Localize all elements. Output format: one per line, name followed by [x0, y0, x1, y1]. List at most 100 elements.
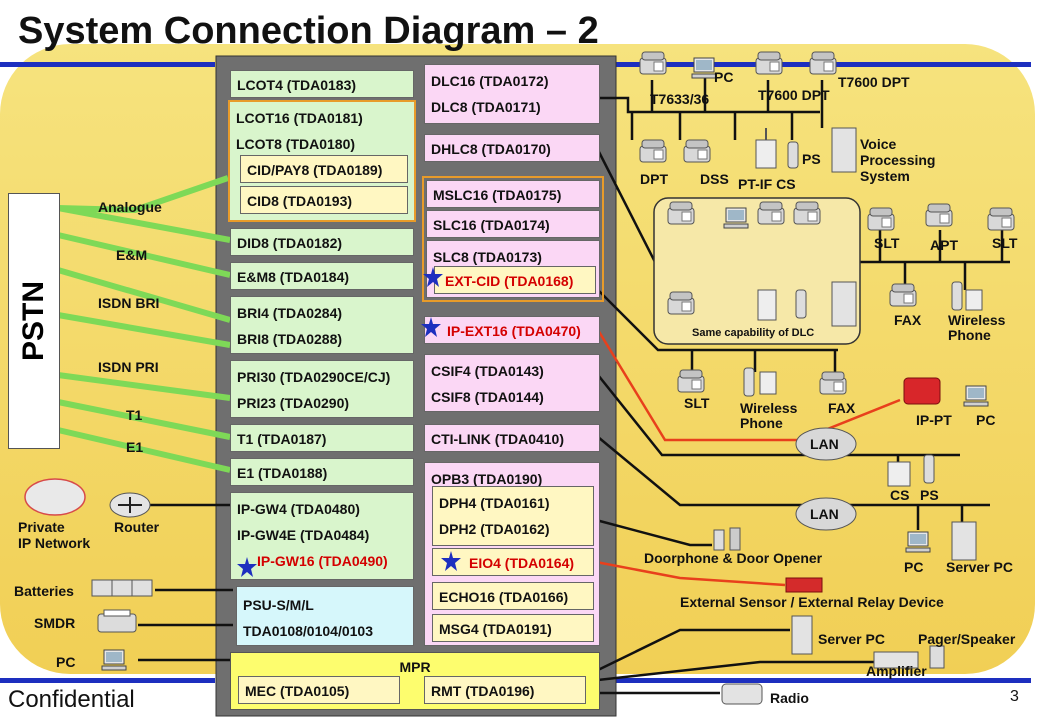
smdr-label: SMDR [34, 615, 76, 631]
batteries-label: Batteries [14, 583, 74, 599]
t7600-label-1: T7600 DPT [758, 87, 830, 103]
card-msg4: MSG4 (TDA0191) [432, 614, 594, 642]
pc-label: PC [56, 654, 76, 670]
trunk-lines [57, 175, 231, 473]
desk-phone-icon [677, 369, 705, 393]
voice-label-3: System [860, 168, 910, 184]
server-icon [831, 127, 857, 173]
router-label: Router [114, 519, 160, 535]
radio-label: Radio [770, 690, 809, 706]
e1-label: E1 [126, 439, 144, 455]
t1-label: T1 [126, 407, 143, 423]
new-card-star-icon [441, 551, 461, 571]
desk-phone-icon [755, 51, 783, 75]
radio-icon [721, 683, 763, 705]
pc-icon [723, 207, 749, 229]
lan-label-1: LAN [810, 436, 839, 452]
wireless-label-2b: Phone [740, 415, 783, 431]
csif8-label: CSIF8 (TDA0144) [431, 389, 544, 405]
doorphone-label: Doorphone & Door Opener [644, 550, 823, 566]
card-lcot4: LCOT4 (TDA0183) [230, 70, 414, 98]
pstn-label: PSTN [17, 280, 50, 362]
card-extcid: EXT-CID (TDA0168) [434, 266, 596, 294]
dlc16-label: DLC16 (TDA0172) [431, 73, 549, 89]
speaker-icon [929, 645, 945, 669]
em-label: E&M [116, 247, 148, 263]
doorphone-icon [713, 527, 741, 551]
card-eio4: EIO4 (TDA0164) [432, 548, 594, 576]
slc-group [422, 176, 604, 302]
desk-phone-icon [639, 139, 667, 163]
dph4-label: DPH4 (TDA0161) [439, 495, 550, 511]
t7633-label: T7633/36 [650, 91, 710, 107]
bottom-blue-bar [0, 678, 215, 683]
antenna-icon [887, 461, 911, 487]
wireless-phone-icon [795, 289, 807, 319]
card-psu: PSU-S/M/L TDA0108/0104/0103 [236, 586, 414, 646]
card-ctilink: CTI-LINK (TDA0410) [424, 424, 600, 452]
bri8-label: BRI8 (TDA0288) [237, 331, 343, 347]
cloud-icon [24, 478, 86, 516]
wireless-label-1a: Wireless [948, 312, 1006, 328]
pc-lan-label: PC [904, 559, 924, 575]
voice-label-1: Voice [860, 136, 897, 152]
lcot16-group [228, 100, 416, 222]
desk-phone-icon [667, 291, 695, 315]
slt-label-1: SLT [874, 235, 900, 251]
card-echo16: ECHO16 (TDA0166) [432, 582, 594, 610]
ps-label: PS [920, 487, 939, 503]
pc-ippt-label: PC [976, 412, 996, 428]
card-pri: PRI30 (TDA0290CE/CJ) PRI23 (TDA0290) [230, 360, 414, 418]
ps-top-label: PS [802, 151, 821, 167]
lcot16-label: LCOT16 (TDA0181) [236, 110, 363, 126]
ip-phone-icon [903, 377, 941, 405]
dss-label: DSS [700, 171, 729, 187]
sensor-icon [785, 577, 823, 593]
ippt-label: IP-PT [916, 412, 952, 428]
desk-phone-icon [793, 201, 821, 225]
card-did8: DID8 (TDA0182) [230, 228, 414, 256]
battery-icon [91, 579, 153, 597]
card-dlc: DLC16 (TDA0172) DLC8 (TDA0171) [424, 64, 600, 124]
dlc8-label: DLC8 (TDA0171) [431, 99, 541, 115]
dph2-label: DPH2 (TDA0162) [439, 521, 550, 537]
server-icon [831, 281, 857, 327]
lan-cloud-1 [795, 427, 857, 461]
lcot8-label: LCOT8 (TDA0180) [236, 136, 356, 152]
pc-icon [101, 649, 127, 671]
desk-phone-icon [757, 201, 785, 225]
desk-phone-icon [809, 51, 837, 75]
same-capability-label: Same capability of DLC [692, 327, 815, 339]
card-ipext16: IP-EXT16 (TDA0470) [424, 316, 600, 344]
ipgw16-label: IP-GW16 (TDA0490) [257, 553, 388, 569]
csif4-label: CSIF4 (TDA0143) [431, 363, 544, 379]
card-cid8: CID8 (TDA0193) [240, 186, 408, 214]
wireless-phone-icon [951, 281, 983, 311]
private-ip-label: Private [18, 519, 65, 535]
card-t1: T1 (TDA0187) [230, 424, 414, 452]
desk-phone-icon [867, 207, 895, 231]
opb3-label: OPB3 (TDA0190) [431, 471, 543, 487]
wireless-phone-icon [923, 454, 935, 484]
cs-label: CS [890, 487, 910, 503]
server-pc-lan-label: Server PC [946, 559, 1013, 575]
lan-label-2: LAN [810, 506, 839, 522]
pc-top-label: PC [714, 69, 734, 85]
card-mslc16: MSLC16 (TDA0175) [426, 180, 600, 208]
antenna-icon [755, 128, 777, 169]
wireless-phone-icon [787, 141, 799, 169]
card-bri: BRI4 (TDA0284) BRI8 (TDA0288) [230, 296, 414, 354]
analogue-label: Analogue [98, 199, 162, 215]
same-capability-box [653, 197, 861, 345]
pc-icon [691, 57, 717, 79]
card-mec: MEC (TDA0105) [238, 676, 400, 704]
wireless-label-2a: Wireless [740, 400, 798, 416]
pri30-label: PRI30 (TDA0290CE/CJ) [237, 369, 391, 385]
ip-network-label: IP Network [18, 535, 91, 551]
bri4-label: BRI4 (TDA0284) [237, 305, 343, 321]
pc-icon [963, 385, 989, 407]
amplifier-icon [873, 651, 919, 669]
printer-icon [97, 609, 137, 633]
ipgw4-label: IP-GW4 (TDA0480) [237, 501, 360, 517]
